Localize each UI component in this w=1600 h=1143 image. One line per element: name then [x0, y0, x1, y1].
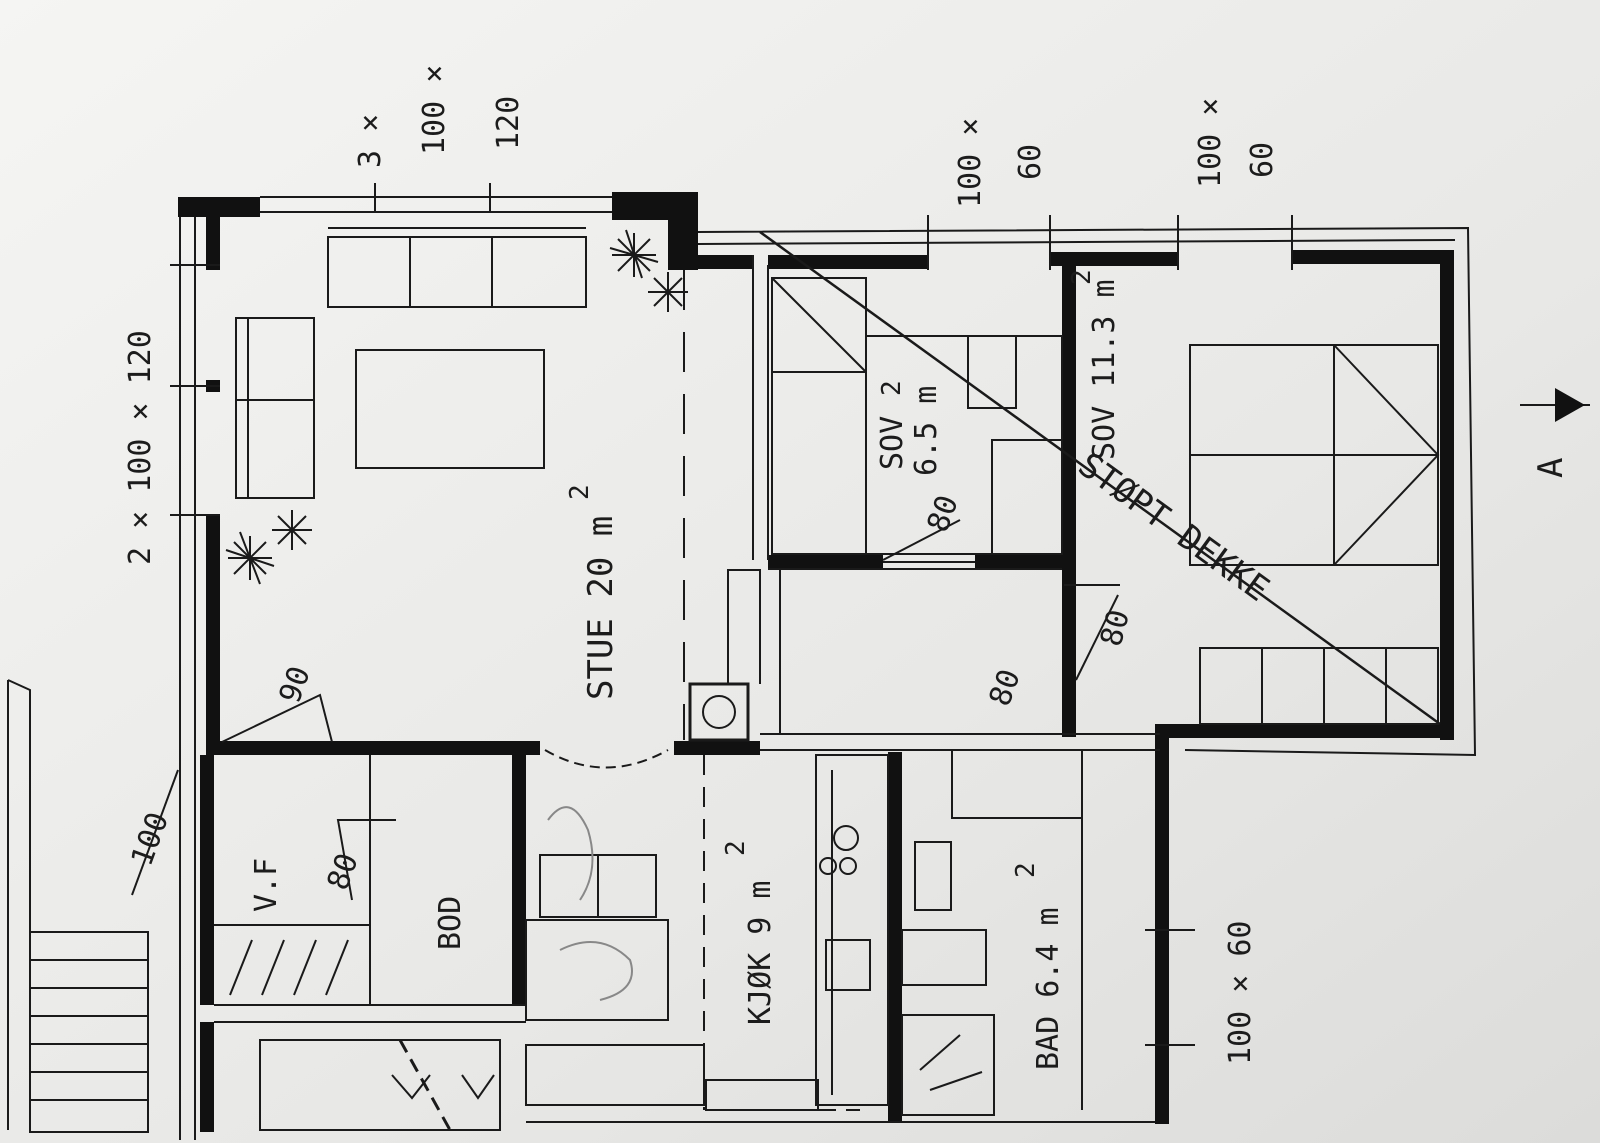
room-label-sov-small-area: 6.5 m — [909, 386, 944, 476]
plant-symbols — [225, 229, 688, 585]
room-label-bad-superscript: 2 — [1011, 862, 1041, 878]
window-dim-top-mid-b: 60 — [1013, 144, 1048, 180]
walls — [178, 192, 1454, 1132]
room-label-bod: BOD — [433, 896, 468, 950]
window-dim-top-right-a: 100 × — [1193, 98, 1228, 188]
room-label-kjokken: KJØK 9 m — [743, 881, 778, 1026]
window-dim-top-left-a: 3 × — [353, 114, 388, 168]
room-label-sov-large-superscript: 2 — [1067, 269, 1097, 285]
room-label-vf: V.F — [249, 858, 284, 912]
window-dim-left-side: 2 × 100 × 120 — [123, 330, 158, 565]
window-dim-bottom-right: 100 × 60 — [1223, 921, 1258, 1066]
room-label-kjokken-superscript: 2 — [721, 840, 751, 856]
room-label-sov-small-superscript: 2 — [877, 380, 907, 396]
window-dim-top-left-b: 100 × — [417, 65, 452, 155]
room-label-stue-superscript: 2 — [565, 484, 595, 500]
thin-lines — [7, 183, 1590, 1140]
window-dim-top-mid-a: 100 × — [953, 118, 988, 208]
room-label-sov-small: SOV — [875, 416, 910, 470]
room-label-stue: STUE 20 m — [581, 516, 621, 700]
window-dim-top-right-b: 60 — [1245, 142, 1280, 178]
section-marker-arrow — [1555, 388, 1585, 422]
section-marker-label: A — [1531, 458, 1571, 478]
window-dim-top-left-c: 120 — [491, 96, 526, 150]
room-label-sov-large: SOV 11.3 m — [1087, 279, 1122, 460]
room-label-bad: BAD 6.4 m — [1031, 907, 1066, 1070]
